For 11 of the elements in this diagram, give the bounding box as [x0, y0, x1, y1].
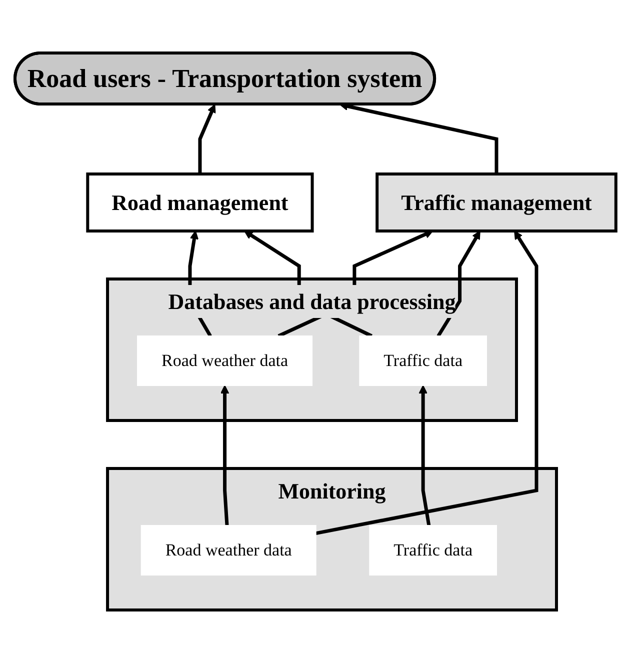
arrow — [315, 230, 538, 536]
arrow — [436, 230, 480, 337]
node-box: Road weather data — [136, 336, 312, 386]
node-box: Traffic management — [375, 172, 617, 232]
node-box: Road management — [86, 172, 314, 232]
node-box: Traffic data — [368, 524, 497, 576]
arrow — [220, 385, 229, 526]
arrow — [198, 104, 216, 174]
node-box: Road weather data — [140, 524, 316, 576]
node-box: Traffic data — [358, 336, 487, 386]
arrow — [418, 385, 430, 526]
